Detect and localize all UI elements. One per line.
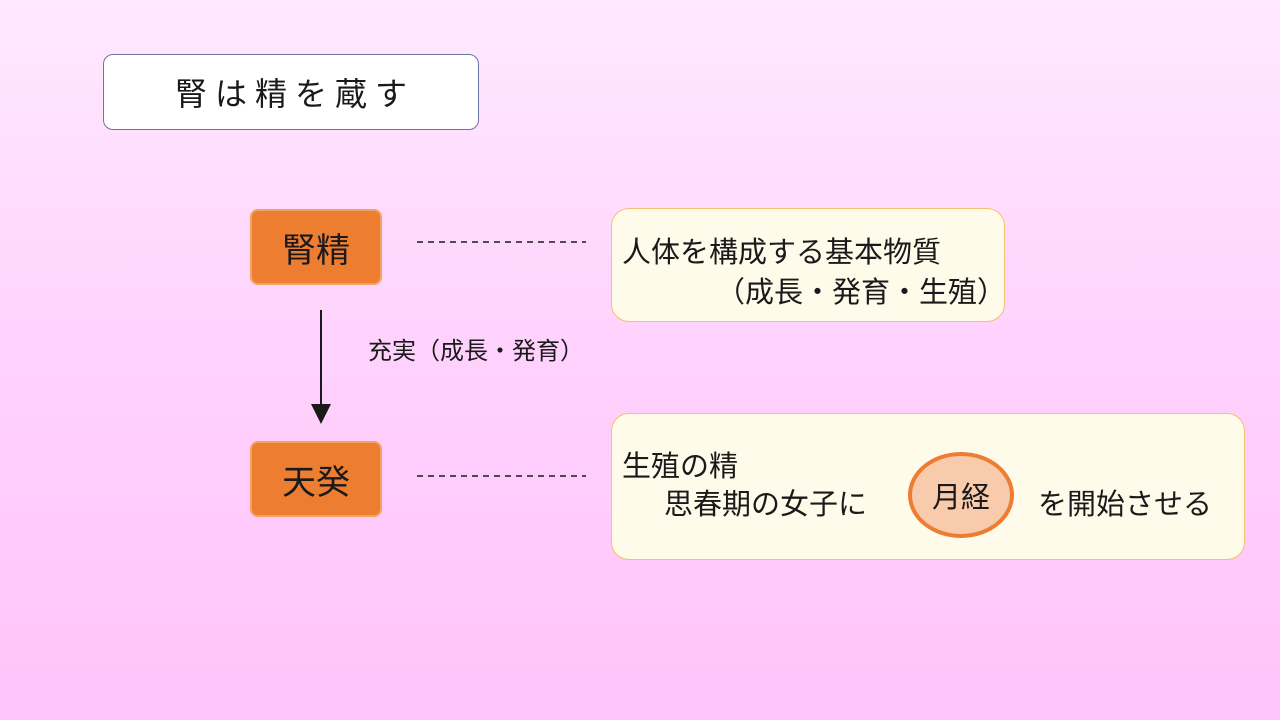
node-jinsei: 腎精: [250, 209, 382, 285]
info-jinsei-line2: （成長・発育・生殖）: [716, 275, 1007, 309]
node-tenki-label: 天癸: [282, 462, 350, 503]
info-tenki-line1: 生殖の精: [622, 449, 739, 483]
info-box-tenki: 生殖の精 思春期の女子に 月経 を開始させる: [611, 413, 1245, 560]
highlight-menstruation: 月経: [908, 452, 1014, 538]
arrow-label: 充実（成長・発育）: [368, 337, 584, 365]
info-box-jinsei: 人体を構成する基本物質 （成長・発育・生殖）: [611, 208, 1007, 322]
slide-title-text: 腎は精を蔵す: [174, 75, 415, 113]
highlight-menstruation-label: 月経: [931, 480, 990, 514]
info-jinsei-line1: 人体を構成する基本物質: [622, 235, 942, 269]
slide-title: 腎は精を蔵す: [103, 54, 479, 130]
node-jinsei-label: 腎精: [282, 230, 350, 271]
info-tenki-line2-after: を開始させる: [1038, 487, 1213, 521]
info-tenki-line2-before: 思春期の女子に: [664, 487, 868, 521]
node-tenki: 天癸: [250, 441, 382, 517]
